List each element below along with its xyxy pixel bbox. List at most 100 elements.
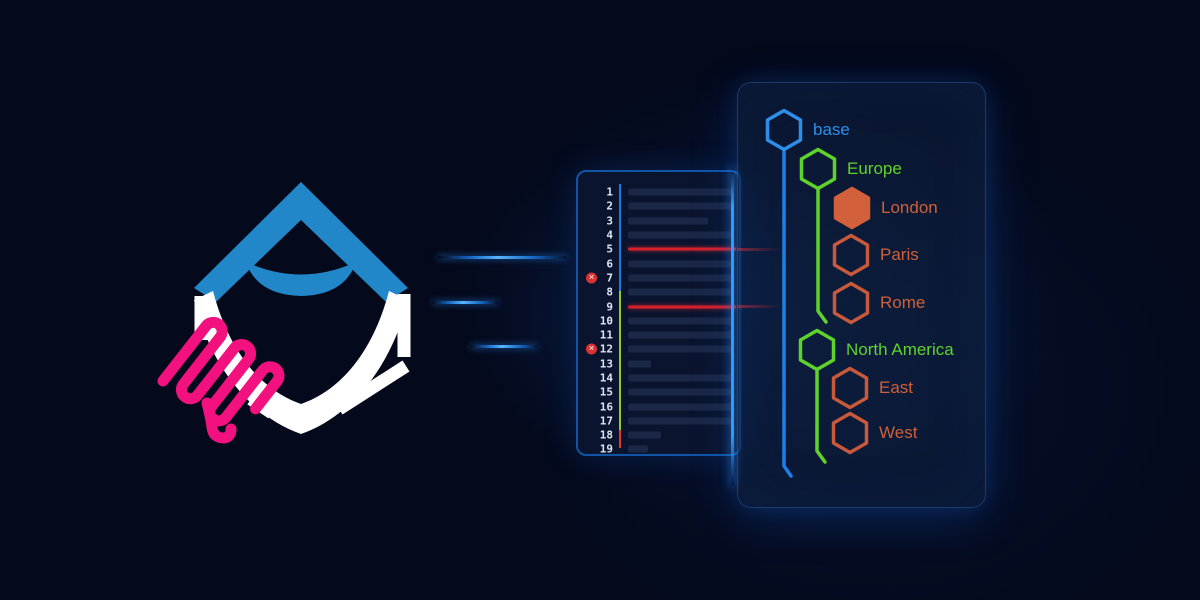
hexagon-icon [833, 186, 871, 230]
europe-branch [816, 186, 828, 324]
tree-node-paris[interactable]: Paris [831, 233, 919, 277]
code-line-bar [628, 317, 733, 325]
tree-node-europe[interactable]: Europe [798, 147, 902, 191]
editor-line: 6 [578, 256, 739, 270]
tree-node-north-america[interactable]: North America [797, 328, 954, 372]
line-number: 15 [599, 385, 613, 399]
speed-line [432, 301, 498, 304]
editor-line: 5 [578, 242, 739, 256]
tree-node-base[interactable]: base [764, 108, 850, 152]
tree-node-label: London [881, 198, 938, 217]
code-line-bar [628, 331, 733, 339]
panel-edge-glow [731, 168, 734, 486]
editor-line: 11 [578, 328, 739, 342]
hexagon-icon [799, 147, 837, 191]
hexagon-icon [832, 281, 870, 325]
editor-line: 16 [578, 399, 739, 413]
tree-node-label: Europe [847, 159, 902, 178]
editor-line: 1 [578, 185, 739, 199]
line-number: 16 [599, 400, 613, 414]
gutter-segment [619, 184, 621, 291]
gutter-segment [619, 291, 621, 430]
hexagon-icon [831, 366, 869, 410]
changed-line-bar [628, 247, 736, 251]
editor-line: 2 [578, 199, 739, 213]
tree-node-west[interactable]: West [830, 411, 917, 455]
editor-line: 8 [578, 285, 739, 299]
editor-line: 3 [578, 214, 739, 228]
editor-line: 10 [578, 314, 739, 328]
editor-line: 19 [578, 442, 739, 456]
speed-line [437, 256, 567, 259]
code-line-bar [628, 403, 733, 411]
logo-smile-shape [246, 262, 356, 296]
line-number: 6 [606, 257, 613, 271]
hexagon-icon [831, 411, 869, 455]
error-icon: ✕ [586, 272, 597, 284]
code-line-bar [628, 360, 651, 368]
tree-node-label: North America [846, 340, 954, 359]
line-number: 11 [599, 328, 613, 342]
line-number: 13 [599, 357, 613, 371]
editor-line: ✕7 [578, 271, 739, 285]
code-line-bar [628, 217, 708, 225]
changed-line-bar [628, 305, 736, 309]
line-number: 3 [606, 214, 613, 228]
tree-node-label: Paris [880, 245, 919, 264]
tree-node-label: East [879, 378, 914, 397]
hexagon-icon [832, 233, 870, 277]
line-number: 18 [599, 428, 613, 442]
line-number: 2 [606, 199, 613, 213]
gutter-segment [619, 430, 621, 448]
editor-line: 15 [578, 385, 739, 399]
code-line-bar [628, 417, 733, 425]
error-icon: ✕ [586, 343, 597, 355]
tree-node-east[interactable]: East [830, 366, 913, 410]
line-number: 19 [599, 442, 613, 456]
editor-line: 17 [578, 414, 739, 428]
line-number: 14 [599, 371, 613, 385]
editor-gutter-bar [619, 184, 621, 448]
hexagon-icon [765, 108, 803, 152]
logo-pink-squiggle [157, 316, 285, 444]
editor-line: 13 [578, 357, 739, 371]
logo-roof-shape [194, 182, 408, 302]
line-number: 5 [606, 242, 613, 256]
code-line-bar [628, 431, 661, 439]
editor-line: 9 [578, 299, 739, 313]
tree-node-london[interactable]: London [832, 186, 938, 230]
hexagon-icon [798, 328, 836, 372]
code-line-bar [628, 388, 733, 396]
product-cube-logo [157, 182, 411, 444]
editor-line: 18 [578, 428, 739, 442]
editor-line: ✕12 [578, 342, 739, 356]
changed-line-glow [737, 248, 781, 251]
code-line-bar [628, 260, 733, 268]
code-line-bar [628, 202, 733, 210]
code-line-bar [628, 188, 733, 196]
code-line-bar [628, 445, 648, 453]
line-number: 1 [606, 185, 613, 199]
line-number: 7 [606, 271, 613, 285]
line-number: 10 [599, 314, 613, 328]
editor-line: 4 [578, 228, 739, 242]
code-line-bar [628, 274, 733, 282]
line-number: 8 [606, 285, 613, 299]
code-line-bar [628, 374, 733, 382]
code-line-bar [628, 231, 733, 239]
code-line-bar [628, 288, 733, 296]
tree-node-rome[interactable]: Rome [831, 281, 925, 325]
changed-line-glow [737, 305, 781, 308]
editor-line: 14 [578, 371, 739, 385]
line-number: 9 [606, 300, 613, 314]
tree-node-label: West [879, 423, 918, 442]
line-number: 12 [599, 342, 613, 356]
tree-connector-lines [782, 147, 828, 478]
speed-line [470, 345, 538, 348]
code-line-bar [628, 345, 733, 353]
base-branch [782, 147, 793, 478]
tree-node-label: base [813, 120, 850, 139]
